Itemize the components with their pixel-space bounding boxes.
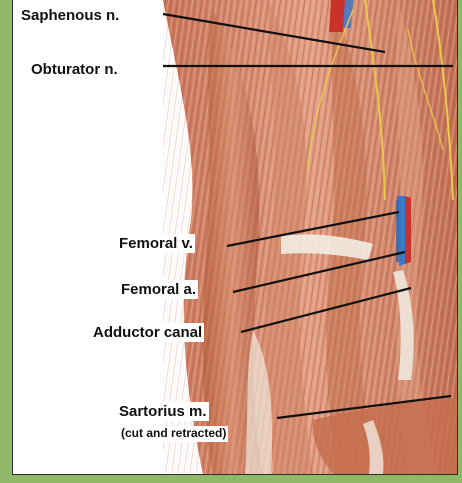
femoral-vein-label: Femoral v. — [117, 234, 195, 253]
femoral-artery-label: Femoral a. — [119, 280, 198, 299]
adductor-canal-label: Adductor canal — [91, 323, 204, 342]
saphenous-nerve-label: Saphenous n. — [19, 6, 121, 25]
femoral-vessels — [396, 196, 411, 266]
obturator-nerve-label: Obturator n. — [29, 60, 120, 79]
upper-vessels — [329, 0, 353, 32]
sartorius-muscle-label: Sartorius m. — [117, 402, 209, 421]
sartorius-note-label: (cut and retracted) — [119, 426, 228, 442]
figure-frame: Saphenous n. Obturator n. Femoral v. Fem… — [12, 0, 458, 475]
